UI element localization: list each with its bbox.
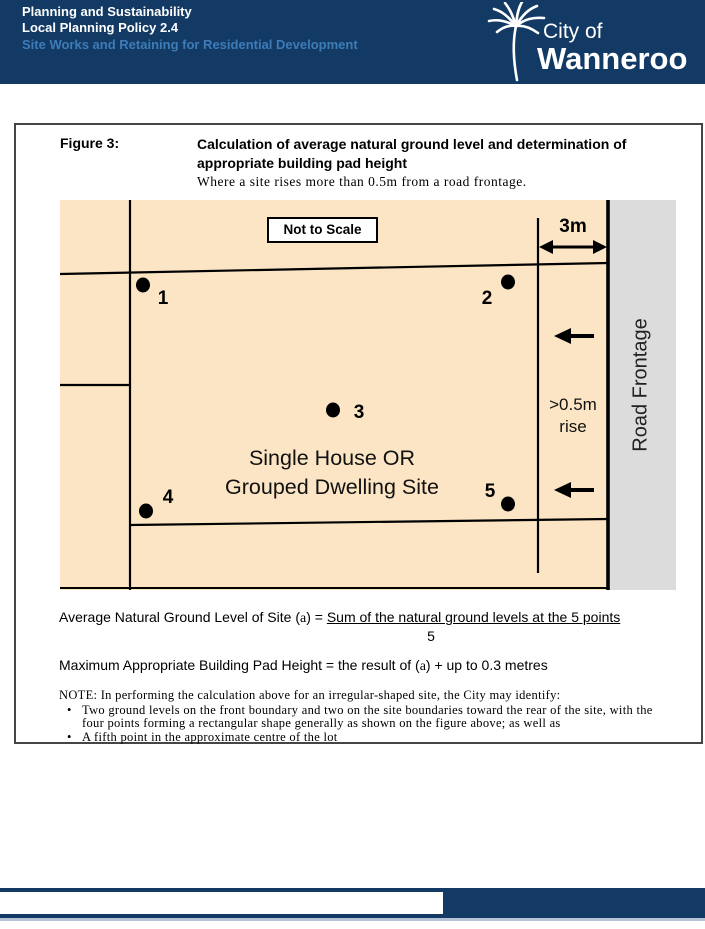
max-pad-height-formula: Maximum Appropriate Building Pad Height … — [59, 657, 548, 674]
footer-band — [0, 888, 705, 918]
rise-label: >0.5m rise — [549, 395, 597, 436]
site-type-label: Single House OR Grouped Dwelling Site — [225, 446, 439, 499]
point-label-3: 3 — [354, 402, 365, 423]
point-label-2: 2 — [482, 288, 493, 309]
footer-text-box — [0, 892, 443, 914]
figure-title: Calculation of average natural ground le… — [197, 135, 677, 191]
bullet-icon: • — [67, 702, 72, 717]
ground-point-4 — [139, 503, 153, 519]
logo-wanneroo: Wanneroo — [537, 41, 688, 76]
access-arrow-upper — [554, 328, 594, 344]
figure-label: Figure 3: — [60, 135, 120, 151]
note-heading: NOTE: In performing the calculation abov… — [59, 688, 561, 702]
note-bullet-2: • A fifth point in the approximate centr… — [59, 729, 667, 745]
logo-text: City of Wanneroo — [537, 20, 687, 75]
figure-title-line2: appropriate building pad height — [197, 155, 407, 171]
policy-subtitle: Site Works and Retaining for Residential… — [22, 37, 358, 52]
header-banner: Planning and Sustainability Local Planni… — [0, 0, 705, 84]
figure-subtitle: Where a site rises more than 0.5m from a… — [197, 174, 527, 189]
diagram-lines: 1 2 3 4 5 — [60, 200, 610, 590]
average-ngl-formula: Average Natural Ground Level of Site (a)… — [59, 609, 621, 626]
ground-point-1 — [136, 277, 150, 293]
policy-number: Local Planning Policy 2.4 — [22, 20, 179, 35]
note-bullets: • Two ground levels on the front boundar… — [59, 702, 667, 745]
note-bullet-1: • Two ground levels on the front boundar… — [59, 702, 667, 731]
ground-point-3 — [326, 402, 340, 418]
point-label-5: 5 — [485, 481, 496, 502]
wanneroo-logo: City of Wanneroo — [483, 0, 705, 84]
footer-accent-line — [0, 918, 705, 921]
bullet-icon: • — [67, 729, 72, 744]
access-arrow-lower — [554, 482, 594, 498]
road-frontage-label: Road Frontage — [629, 318, 652, 452]
not-to-scale-box: Not to Scale — [267, 217, 378, 243]
header-titles: Planning and Sustainability Local Planni… — [22, 4, 358, 53]
point-label-1: 1 — [158, 288, 169, 309]
site-diagram: 1 2 3 4 5 Not to Scale 3m >0.5m rise Sin… — [60, 200, 676, 590]
formula-denominator: 5 — [427, 628, 435, 644]
ground-point-5 — [501, 496, 515, 512]
road-reserve-strip — [608, 200, 676, 590]
logo-cityof: City of — [543, 20, 603, 43]
dimension-3m-label: 3m — [559, 216, 587, 237]
formula-numerator: Sum of the natural ground levels at the … — [326, 609, 621, 625]
point-label-4: 4 — [163, 487, 174, 508]
department-title: Planning and Sustainability — [22, 4, 192, 19]
figure-box: Figure 3: Calculation of average natural… — [14, 123, 703, 744]
ground-point-2 — [501, 274, 515, 290]
figure-title-line1: Calculation of average natural ground le… — [197, 136, 627, 152]
grass-tree-icon — [487, 2, 546, 82]
dimension-arrow-3m — [539, 240, 607, 254]
note-block: NOTE: In performing the calculation abov… — [59, 688, 667, 745]
